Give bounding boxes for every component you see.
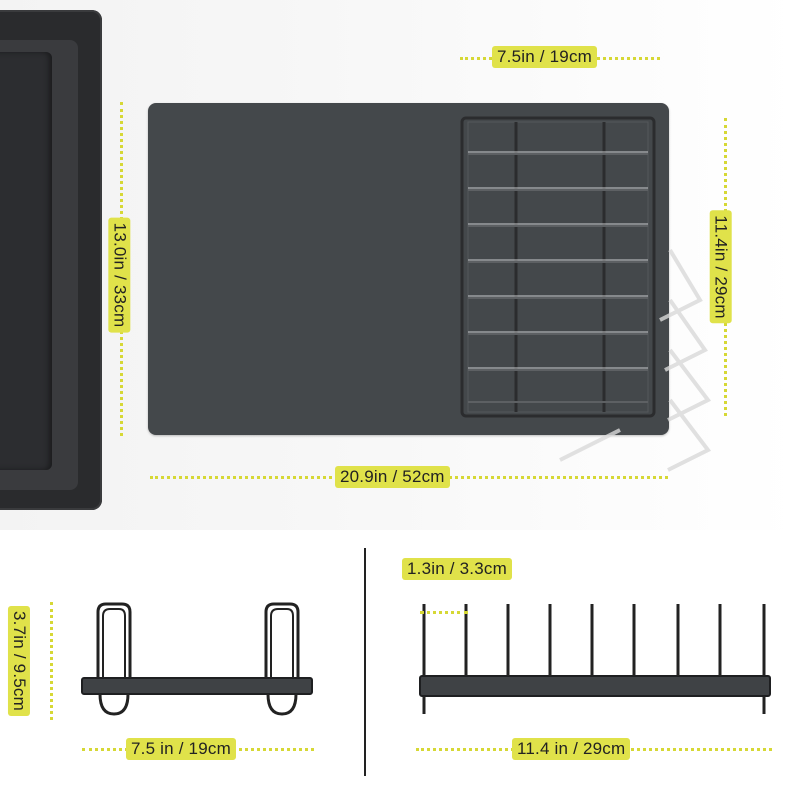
section-divider <box>364 548 366 776</box>
spacing-dimension-line <box>420 611 468 614</box>
sink-basin <box>0 52 52 470</box>
front-length-label: 11.4 in / 29cm <box>512 738 631 760</box>
side-width-label: 7.5 in / 19cm <box>126 738 236 760</box>
side-height-label: 3.7in / 9.5cm <box>7 606 30 716</box>
rack-length-label: 11.4in / 29cm <box>709 210 732 324</box>
rack-shadow <box>559 248 712 472</box>
spacing-label: 1.3in / 3.3cm <box>402 558 512 580</box>
side-height-dimension-line <box>50 602 53 720</box>
mat-width-label: 20.9in / 52cm <box>335 466 450 488</box>
rack-width-label: 7.5in / 19cm <box>492 46 598 68</box>
product-photo-top-view <box>0 0 800 530</box>
rack-front-view <box>419 604 771 714</box>
drying-mat <box>148 103 669 435</box>
rack-side-view <box>81 602 313 716</box>
dish-rack-top-view <box>460 116 656 418</box>
mat-height-label: 13.0in / 33cm <box>108 217 131 333</box>
